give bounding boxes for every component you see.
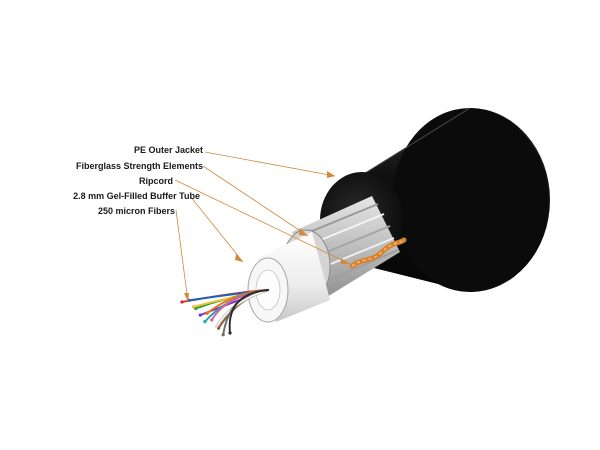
arrowhead-strength <box>299 228 308 236</box>
fiber-tip <box>216 326 221 330</box>
label-250-micron-fibers: 250 micron Fibers <box>98 206 175 216</box>
fiber-strand <box>215 289 269 328</box>
leader-strength <box>202 165 309 237</box>
fiber-tip <box>194 306 198 311</box>
fiber-tip <box>180 300 184 304</box>
label-pe-outer-jacket: PE Outer Jacket <box>134 145 203 155</box>
leader-jacket <box>204 151 336 177</box>
ripcord <box>349 237 407 269</box>
leader-arrowheads <box>184 171 350 302</box>
arrowhead-buffer <box>235 254 243 262</box>
fiber-tip <box>203 320 207 324</box>
arrowhead-fibers <box>184 293 189 302</box>
callout-labels: PE Outer Jacket Fiberglass Strength Elem… <box>73 145 203 216</box>
fiber-tip <box>205 311 209 315</box>
fiber-bundle <box>180 288 270 337</box>
fiber-tip <box>214 324 218 329</box>
leader-ripcord <box>174 179 351 265</box>
fiber-tip <box>198 313 202 317</box>
fiber-tip <box>228 331 232 335</box>
leader-fibers <box>175 209 189 303</box>
fiber-tip <box>221 333 225 337</box>
arrowhead-ripcord <box>341 258 350 264</box>
leader-buffer <box>189 195 244 263</box>
arrowhead-jacket <box>327 171 335 178</box>
label-fiberglass-strength-elements: Fiberglass Strength Elements <box>76 161 203 171</box>
fiber-tip <box>210 318 214 322</box>
leader-lines <box>174 151 351 303</box>
label-ripcord: Ripcord <box>139 176 173 186</box>
fiber-tip <box>191 305 196 309</box>
fiber-strand <box>228 289 269 334</box>
label-gel-filled-buffer-tube: 2.8 mm Gel-Filled Buffer Tube <box>73 191 200 201</box>
